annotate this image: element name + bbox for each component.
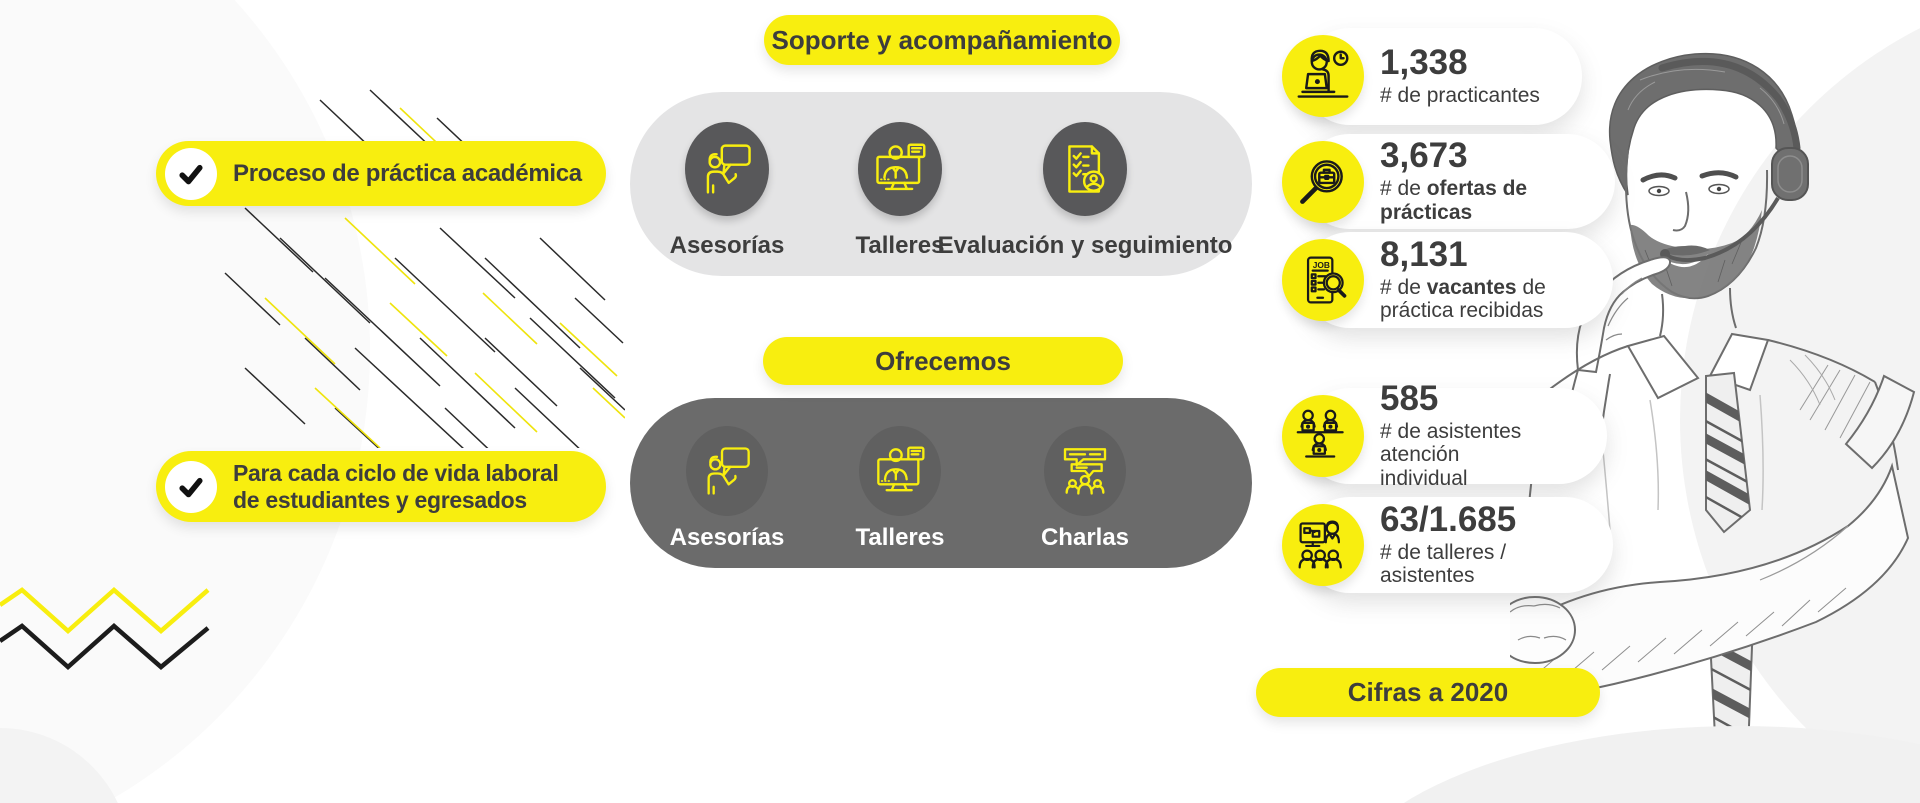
offer-group-container: Asesorías Talleres Charlas: [630, 398, 1252, 568]
stat-label: # de ofertas de prácticas: [1380, 177, 1528, 224]
job-list-magnifier-icon: JOB: [1282, 239, 1364, 321]
checklist-item-label: Para cada ciclo de vida laboral de estud…: [233, 460, 559, 513]
briefcase-magnifier-icon: [1282, 141, 1364, 223]
attendees-at-desks-icon: [1282, 395, 1364, 477]
diagonal-lines-decoration: [224, 89, 625, 448]
stat-value: 63/1.685: [1380, 499, 1517, 539]
advisor-icon: [686, 426, 768, 516]
stat-row: 3,673 # de ofertas de prácticas: [1380, 134, 1608, 229]
offer-item-label: Charlas: [1040, 524, 1130, 551]
stat-label: práctica recibidas: [1380, 299, 1544, 323]
offer-item-label: Talleres: [855, 524, 945, 551]
svg-text:JOB: JOB: [1313, 260, 1330, 270]
section-header-offer-label: Ofrecemos: [875, 345, 1011, 376]
checklist-item-label: Proceso de práctica académica: [233, 159, 582, 187]
stat-row: 585 # de asistentes atención individual: [1380, 381, 1606, 490]
checklist-item-proceso: Proceso de práctica académica: [156, 141, 606, 206]
stat-value: 3,673: [1380, 136, 1468, 176]
stat-row: 8,131 # de vacantes de práctica recibida…: [1380, 232, 1606, 328]
section-header-offer: Ofrecemos: [763, 337, 1123, 385]
workshop-audience-icon: [1282, 504, 1364, 586]
offer-item-label: Asesorías: [669, 524, 785, 551]
stat-label: # de asistentes atención: [1380, 419, 1522, 467]
background-blob: [1330, 726, 1920, 803]
workshop-icon: [859, 426, 941, 516]
section-header-support: Soporte y acompañamiento: [764, 15, 1120, 65]
talks-icon: [1044, 426, 1126, 516]
stat-label: individual: [1380, 467, 1468, 491]
stat-row: 1,338 # de practicantes: [1380, 28, 1576, 125]
evaluation-icon: [1043, 122, 1127, 216]
support-group-container: Asesorías Talleres Evaluación y seguimie…: [630, 92, 1252, 276]
stat-label: # de talleres / asistentes: [1380, 540, 1507, 588]
zigzag-decoration: [0, 587, 210, 671]
stat-row: 63/1.685 # de talleres / asistentes: [1380, 497, 1606, 593]
stat-value: 585: [1380, 379, 1439, 419]
support-item-label: Talleres: [855, 232, 945, 259]
checklist-item-ciclo: Para cada ciclo de vida laboral de estud…: [156, 451, 606, 522]
stat-value: 8,131: [1380, 234, 1468, 274]
stat-value: 1,338: [1380, 43, 1468, 83]
consultant-sketch-illustration: [1510, 52, 1916, 758]
check-icon: [165, 147, 217, 200]
support-item-label: Asesorías: [669, 232, 785, 259]
stat-label: # de vacantes de: [1380, 275, 1546, 299]
section-header-figures-label: Cifras a 2020: [1347, 677, 1509, 707]
check-icon: [165, 460, 217, 513]
advisor-icon: [685, 122, 769, 216]
stat-label: # de practicantes: [1380, 83, 1540, 107]
support-item-label: Evaluación y seguimiento: [937, 232, 1233, 259]
workshop-icon: [858, 122, 942, 216]
section-header-figures: Cifras a 2020: [1256, 668, 1600, 717]
section-header-support-label: Soporte y acompañamiento: [771, 24, 1113, 55]
intern-at-laptop-icon: [1282, 35, 1364, 117]
